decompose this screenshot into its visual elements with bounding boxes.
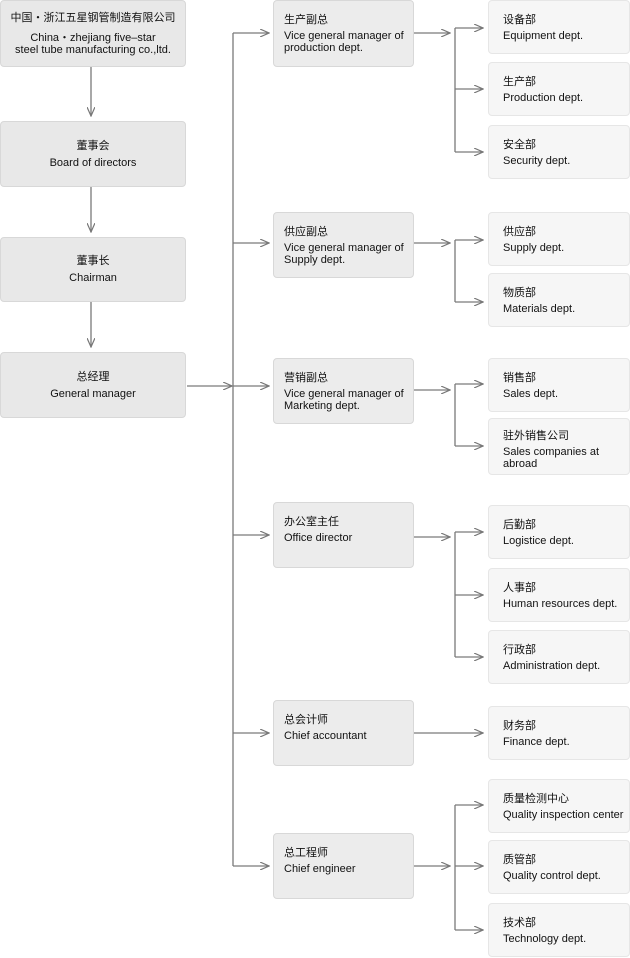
- dept-security-cn: 安全部: [503, 139, 536, 151]
- dept-technology-en: Technology dept.: [503, 933, 587, 945]
- vp-supply-box: 供应副总 Vice general manager of Supply dept…: [273, 212, 414, 278]
- chairman-box: 董事长 Chairman: [0, 237, 186, 302]
- dept-hr-cn: 人事部: [503, 582, 536, 594]
- dept-sales-en: Sales dept.: [503, 388, 559, 400]
- dept-finance: 财务部 Finance dept.: [488, 706, 630, 760]
- dept-logistics-cn: 后勤部: [503, 519, 536, 531]
- vp-production-box: 生产副总 Vice general manager of production …: [273, 0, 414, 67]
- chairman-cn: 董事长: [76, 255, 110, 267]
- vp-supply-en: Vice general manager of Supply dept.: [284, 242, 404, 266]
- dept-materials-en: Materials dept.: [503, 303, 576, 315]
- general-manager-en: General manager: [50, 387, 136, 400]
- dept-equipment: 设备部 Equipment dept.: [488, 0, 630, 54]
- vp-marketing-en: Vice general manager of Marketing dept.: [284, 388, 404, 412]
- dept-equipment-cn: 设备部: [503, 14, 536, 26]
- dept-security: 安全部 Security dept.: [488, 125, 630, 179]
- dept-security-en: Security dept.: [503, 155, 571, 167]
- dept-production: 生产部 Production dept.: [488, 62, 630, 116]
- dept-sales-abroad-en: Sales companies at abroad: [503, 446, 599, 470]
- dept-sales-abroad-cn: 驻外销售公司: [503, 430, 569, 442]
- chief-engineer-box: 总工程师 Chief engineer: [273, 833, 414, 899]
- chief-engineer-cn: 总工程师: [284, 847, 328, 859]
- dept-administration-en: Administration dept.: [503, 660, 601, 672]
- vp-production-en: Vice general manager of production dept.: [284, 30, 404, 54]
- dept-quality-inspection-en: Quality inspection center: [503, 809, 624, 821]
- vp-marketing-box: 营销副总 Vice general manager of Marketing d…: [273, 358, 414, 424]
- company-box: 中国・浙江五星钢管制造有限公司 China・zhejiang five–star…: [0, 0, 186, 67]
- dept-quality-control-en: Quality control dept.: [503, 870, 601, 882]
- vp-supply-cn: 供应副总: [284, 226, 328, 238]
- dept-quality-control: 质管部 Quality control dept.: [488, 840, 630, 894]
- dept-finance-cn: 财务部: [503, 720, 536, 732]
- dept-supply-cn: 供应部: [503, 226, 536, 238]
- dept-technology-cn: 技术部: [503, 917, 536, 929]
- chief-engineer-en: Chief engineer: [284, 863, 356, 875]
- dept-administration-cn: 行政部: [503, 644, 536, 656]
- company-name-en: China・zhejiang five–star steel tube manu…: [15, 31, 171, 56]
- dept-materials-cn: 物质部: [503, 287, 536, 299]
- dept-technology: 技术部 Technology dept.: [488, 903, 630, 957]
- vp-production-cn: 生产副总: [284, 14, 328, 26]
- dept-logistics: 后勤部 Logistice dept.: [488, 505, 630, 559]
- dept-equipment-en: Equipment dept.: [503, 30, 584, 42]
- board-cn: 董事会: [76, 139, 110, 152]
- dept-sales-abroad: 驻外销售公司 Sales companies at abroad: [488, 418, 630, 475]
- dept-production-cn: 生产部: [503, 76, 536, 88]
- dept-quality-inspection-cn: 质量检测中心: [503, 793, 569, 805]
- dept-hr: 人事部 Human resources dept.: [488, 568, 630, 622]
- vp-marketing-cn: 营销副总: [284, 372, 328, 384]
- chairman-en: Chairman: [69, 272, 117, 284]
- dept-production-en: Production dept.: [503, 92, 584, 104]
- board-en: Board of directors: [49, 156, 137, 169]
- office-director-box: 办公室主任 Office director: [273, 502, 414, 568]
- dept-supply: 供应部 Supply dept.: [488, 212, 630, 266]
- general-manager-cn: 总经理: [76, 370, 110, 383]
- office-director-en: Office director: [284, 532, 353, 544]
- chief-accountant-cn: 总会计师: [284, 714, 328, 726]
- board-box: 董事会 Board of directors: [0, 121, 186, 187]
- dept-hr-en: Human resources dept.: [503, 598, 618, 610]
- dept-sales: 销售部 Sales dept.: [488, 358, 630, 412]
- chief-accountant-en: Chief accountant: [284, 730, 367, 742]
- dept-quality-inspection: 质量检测中心 Quality inspection center: [488, 779, 630, 833]
- dept-quality-control-cn: 质管部: [503, 854, 536, 866]
- company-name-cn: 中国・浙江五星钢管制造有限公司: [10, 11, 176, 24]
- general-manager-box: 总经理 General manager: [0, 352, 186, 418]
- dept-sales-cn: 销售部: [503, 372, 536, 384]
- office-director-cn: 办公室主任: [284, 516, 339, 528]
- dept-administration: 行政部 Administration dept.: [488, 630, 630, 684]
- dept-finance-en: Finance dept.: [503, 736, 570, 748]
- dept-logistics-en: Logistice dept.: [503, 535, 574, 547]
- chief-accountant-box: 总会计师 Chief accountant: [273, 700, 414, 766]
- dept-supply-en: Supply dept.: [503, 242, 565, 254]
- dept-materials: 物质部 Materials dept.: [488, 273, 630, 327]
